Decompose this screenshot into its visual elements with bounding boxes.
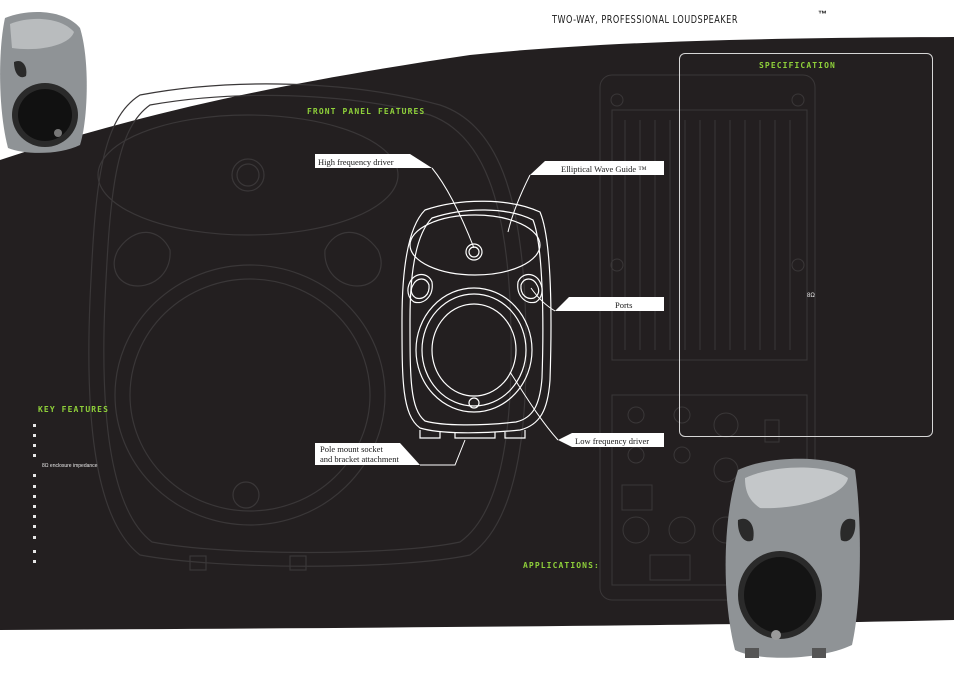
callout-pole-mount-line1: Pole mount socket bbox=[320, 444, 383, 454]
bullet-square-icon bbox=[33, 443, 36, 447]
bullet-square-icon bbox=[33, 494, 36, 498]
bullet-square-icon bbox=[33, 484, 36, 488]
bullet-square-icon bbox=[33, 515, 36, 519]
bullet-square-icon bbox=[33, 549, 36, 553]
callout-leaders bbox=[315, 154, 664, 466]
key-feature-item bbox=[33, 522, 233, 532]
key-feature-impedance-text: 8Ω enclosure impedance bbox=[42, 462, 98, 469]
key-feature-item bbox=[33, 502, 233, 512]
callout-pole-mount: Pole mount socket and bracket attachment bbox=[320, 444, 399, 464]
key-feature-item bbox=[33, 512, 233, 522]
callout-elliptical-wave-guide: Elliptical Wave Guide ™ bbox=[561, 164, 647, 174]
key-feature-item bbox=[33, 532, 233, 542]
front-panel-heading: FRONT PANEL FEATURES bbox=[307, 107, 426, 116]
bullet-square-icon bbox=[33, 433, 36, 437]
key-feature-item bbox=[33, 420, 233, 430]
specification-box bbox=[679, 53, 933, 437]
key-feature-item bbox=[33, 451, 233, 461]
key-feature-item bbox=[33, 481, 233, 491]
key-feature-item: 8Ω enclosure impedance bbox=[33, 461, 233, 471]
callout-pole-mount-line2: and bracket attachment bbox=[320, 454, 399, 464]
bullet-square-icon bbox=[33, 559, 36, 563]
bullet-square-icon bbox=[33, 505, 36, 508]
key-feature-item bbox=[33, 430, 233, 440]
bullet-square-icon bbox=[33, 454, 36, 458]
applications-heading: APPLICATIONS: bbox=[523, 561, 600, 570]
key-feature-item bbox=[33, 491, 233, 501]
key-features-list: 8Ω enclosure impedance bbox=[33, 420, 233, 567]
key-feature-item bbox=[33, 556, 233, 566]
bullet-square-icon bbox=[33, 535, 36, 539]
callout-ports: Ports bbox=[615, 300, 633, 310]
faint-rear-panel bbox=[599, 74, 816, 601]
bullet-square-icon bbox=[33, 525, 36, 529]
faint-speaker-outline bbox=[88, 83, 527, 571]
front-panel-drawing bbox=[401, 200, 552, 439]
specification-heading: SPECIFICATION bbox=[759, 61, 836, 70]
speaker-photo-bottomright bbox=[725, 458, 860, 658]
bullet-square-icon bbox=[33, 423, 36, 427]
key-feature-item bbox=[33, 546, 233, 556]
header-title: TWO-WAY, PROFESSIONAL LOUDSPEAKER bbox=[552, 14, 738, 26]
trademark-symbol: ™ bbox=[818, 9, 827, 19]
key-features-heading: KEY FEATURES bbox=[38, 405, 109, 414]
callout-high-frequency-driver: High frequency driver bbox=[318, 157, 394, 167]
bullet-square-icon bbox=[33, 474, 36, 478]
speaker-photo-topleft bbox=[0, 12, 87, 153]
key-feature-item bbox=[33, 471, 233, 481]
spec-impedance-value: 8Ω bbox=[807, 293, 815, 299]
callout-low-frequency-driver: Low frequency driver bbox=[575, 436, 650, 446]
key-feature-item bbox=[33, 440, 233, 450]
